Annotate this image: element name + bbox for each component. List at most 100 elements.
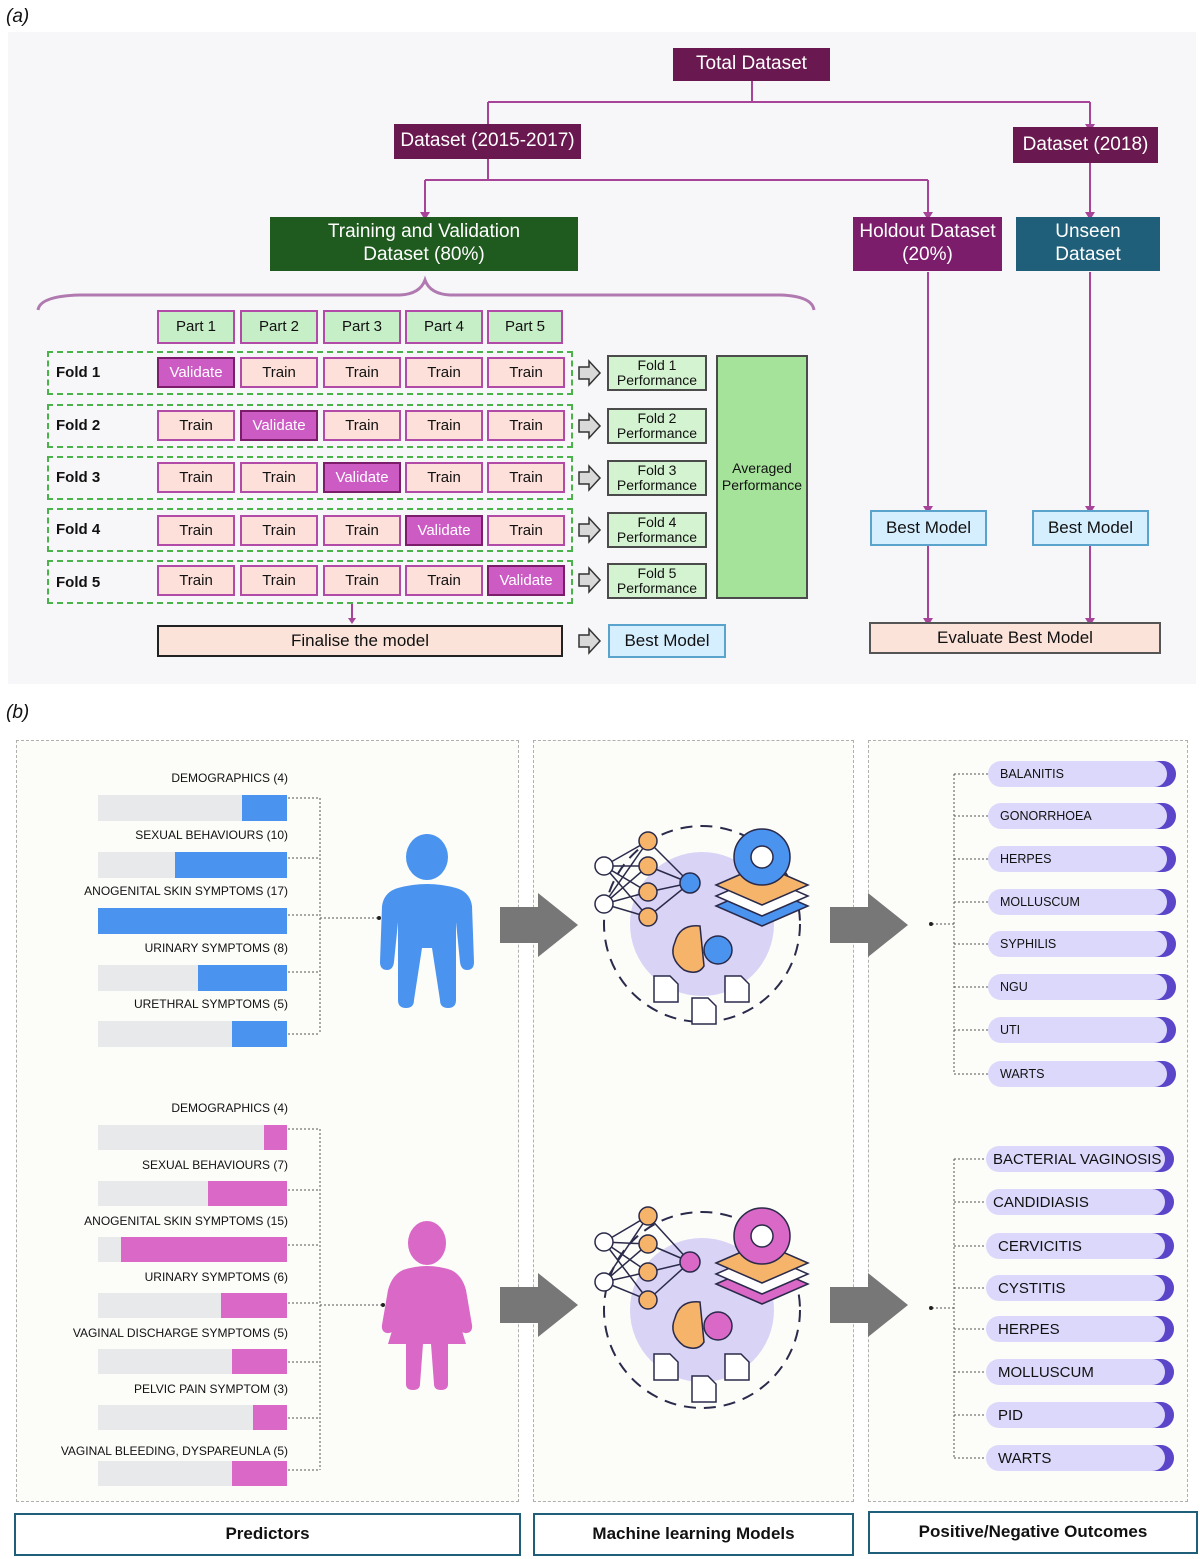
female-predictor-bar bbox=[98, 1293, 287, 1318]
footer-outcomes: Positive/Negative Outcomes bbox=[868, 1511, 1198, 1554]
fold-row bbox=[47, 560, 573, 604]
fold-cell: Train bbox=[487, 515, 565, 546]
outcome-pill: HERPES bbox=[986, 1316, 1174, 1342]
fold-cell: Train bbox=[323, 565, 401, 596]
panel-b-label: (b) bbox=[6, 702, 30, 723]
female-predictor-label: SEXUAL BEHAVIOURS (7) bbox=[141, 1158, 288, 1172]
fold-cell: Validate bbox=[157, 357, 235, 388]
dataset-2015-2017-box: Dataset (2015-2017) bbox=[394, 124, 581, 159]
female-predictor-label: URINARY SYMPTOMS (6) bbox=[144, 1270, 288, 1284]
female-predictor-bar bbox=[98, 1349, 287, 1374]
fold-cell: Train bbox=[240, 357, 318, 388]
fold-cell: Train bbox=[487, 410, 565, 441]
fold-cell: Train bbox=[405, 565, 483, 596]
female-predictor-bar bbox=[98, 1461, 287, 1486]
best-model-holdout-box: Best Model bbox=[870, 510, 987, 546]
finalise-model-box: Finalise the model bbox=[157, 625, 563, 657]
fold-label: Fold 4 bbox=[56, 521, 101, 538]
part-1: Part 1 bbox=[157, 310, 235, 344]
fold-cell: Train bbox=[157, 410, 235, 441]
fold-label: Fold 3 bbox=[56, 469, 101, 486]
outcome-pill: BACTERIAL VAGINOSIS bbox=[986, 1146, 1174, 1172]
fold-cell: Train bbox=[405, 462, 483, 493]
fold-cell: Train bbox=[157, 515, 235, 546]
fold-cell: Train bbox=[323, 357, 401, 388]
fold-label: Fold 1 bbox=[56, 364, 101, 381]
outcome-pill: GONORRHOEA bbox=[988, 803, 1176, 829]
female-predictor-bar bbox=[98, 1181, 287, 1206]
bar-fill bbox=[232, 1461, 287, 1486]
fold-label: Fold 2 bbox=[56, 417, 101, 434]
footer-models: Machine learning Models bbox=[533, 1513, 854, 1556]
models-column bbox=[533, 740, 854, 1502]
outcome-pill: PID bbox=[986, 1402, 1174, 1428]
fold-cell: Train bbox=[487, 357, 565, 388]
fold-cell: Train bbox=[157, 462, 235, 493]
best-model-box: Best Model bbox=[608, 624, 726, 658]
outcome-pill: SYPHILIS bbox=[988, 931, 1176, 957]
fold-performance: Fold 2 Performance bbox=[607, 408, 707, 444]
fold-row bbox=[47, 404, 573, 448]
part-2: Part 2 bbox=[240, 310, 318, 344]
fold-cell: Validate bbox=[240, 410, 318, 441]
fold-cell: Train bbox=[405, 410, 483, 441]
fold-cell: Train bbox=[487, 462, 565, 493]
outcome-pill: HERPES bbox=[988, 846, 1176, 872]
male-predictor-label: ANOGENITAL SKIN SYMPTOMS (17) bbox=[84, 884, 288, 898]
fold-performance: Fold 4 Performance bbox=[607, 512, 707, 548]
part-4: Part 4 bbox=[405, 310, 483, 344]
bar-fill bbox=[264, 1125, 287, 1150]
outcome-pill: CANDIDIASIS bbox=[986, 1189, 1174, 1215]
fold-performance: Fold 1 Performance bbox=[607, 355, 707, 391]
fold-cell: Validate bbox=[323, 462, 401, 493]
fold-cell: Train bbox=[240, 515, 318, 546]
outcome-pill: UTI bbox=[988, 1017, 1176, 1043]
male-predictor-label: SEXUAL BEHAVIOURS (10) bbox=[135, 828, 288, 842]
panel-a-connectors bbox=[36, 80, 1095, 655]
bar-fill bbox=[242, 795, 287, 821]
male-predictor-label: URINARY SYMPTOMS (8) bbox=[144, 941, 288, 955]
bar-fill bbox=[253, 1405, 287, 1430]
male-predictor-bar bbox=[98, 852, 287, 878]
part-3: Part 3 bbox=[323, 310, 401, 344]
fold-performance: Fold 3 Performance bbox=[607, 460, 707, 496]
training-validation-box: Training and Validation Dataset (80%) bbox=[270, 217, 578, 271]
dataset-2018-box: Dataset (2018) bbox=[1013, 127, 1158, 163]
bar-fill bbox=[121, 1237, 287, 1262]
panel-a-label: (a) bbox=[6, 6, 30, 27]
fold-performance: Fold 5 Performance bbox=[607, 563, 707, 599]
outcome-pill: CYSTITIS bbox=[986, 1275, 1174, 1301]
bar-fill bbox=[208, 1181, 287, 1206]
bar-fill bbox=[198, 965, 287, 991]
averaged-performance-box: Averaged Performance bbox=[716, 355, 808, 599]
best-model-unseen-box: Best Model bbox=[1032, 510, 1149, 546]
fold-cell: Validate bbox=[487, 565, 565, 596]
bar-fill bbox=[175, 852, 287, 878]
male-predictor-bar bbox=[98, 965, 287, 991]
fold-cell: Train bbox=[323, 515, 401, 546]
bar-fill bbox=[98, 908, 287, 934]
fold-label: Fold 5 bbox=[56, 574, 101, 591]
bar-fill bbox=[232, 1021, 287, 1047]
male-predictor-bar bbox=[98, 908, 287, 934]
female-predictor-bar bbox=[98, 1125, 287, 1150]
female-predictor-label: ANOGENITAL SKIN SYMPTOMS (15) bbox=[84, 1214, 288, 1228]
fold-row bbox=[47, 456, 573, 500]
total-dataset-box: Total Dataset bbox=[673, 48, 830, 81]
footer-predictors: Predictors bbox=[14, 1513, 521, 1556]
bar-fill bbox=[232, 1349, 287, 1374]
outcome-pill: MOLLUSCUM bbox=[988, 889, 1176, 915]
unseen-dataset-box: Unseen Dataset bbox=[1016, 217, 1160, 271]
female-predictor-bar bbox=[98, 1405, 287, 1430]
outcome-pill: CERVICITIS bbox=[986, 1233, 1174, 1259]
outcome-pill: WARTS bbox=[988, 1061, 1176, 1087]
fold-row bbox=[47, 508, 573, 552]
female-predictor-label: VAGINAL DISCHARGE SYMPTOMS (5) bbox=[72, 1326, 288, 1340]
fold-cell: Train bbox=[240, 462, 318, 493]
fold-cell: Train bbox=[323, 410, 401, 441]
female-predictor-label: VAGINAL BLEEDING, DYSPAREUNLA (5) bbox=[60, 1444, 288, 1458]
part-5: Part 5 bbox=[487, 310, 563, 344]
male-predictor-bar bbox=[98, 795, 287, 821]
female-predictor-bar bbox=[98, 1237, 287, 1262]
female-predictor-label: DEMOGRAPHICS (4) bbox=[171, 1101, 288, 1115]
